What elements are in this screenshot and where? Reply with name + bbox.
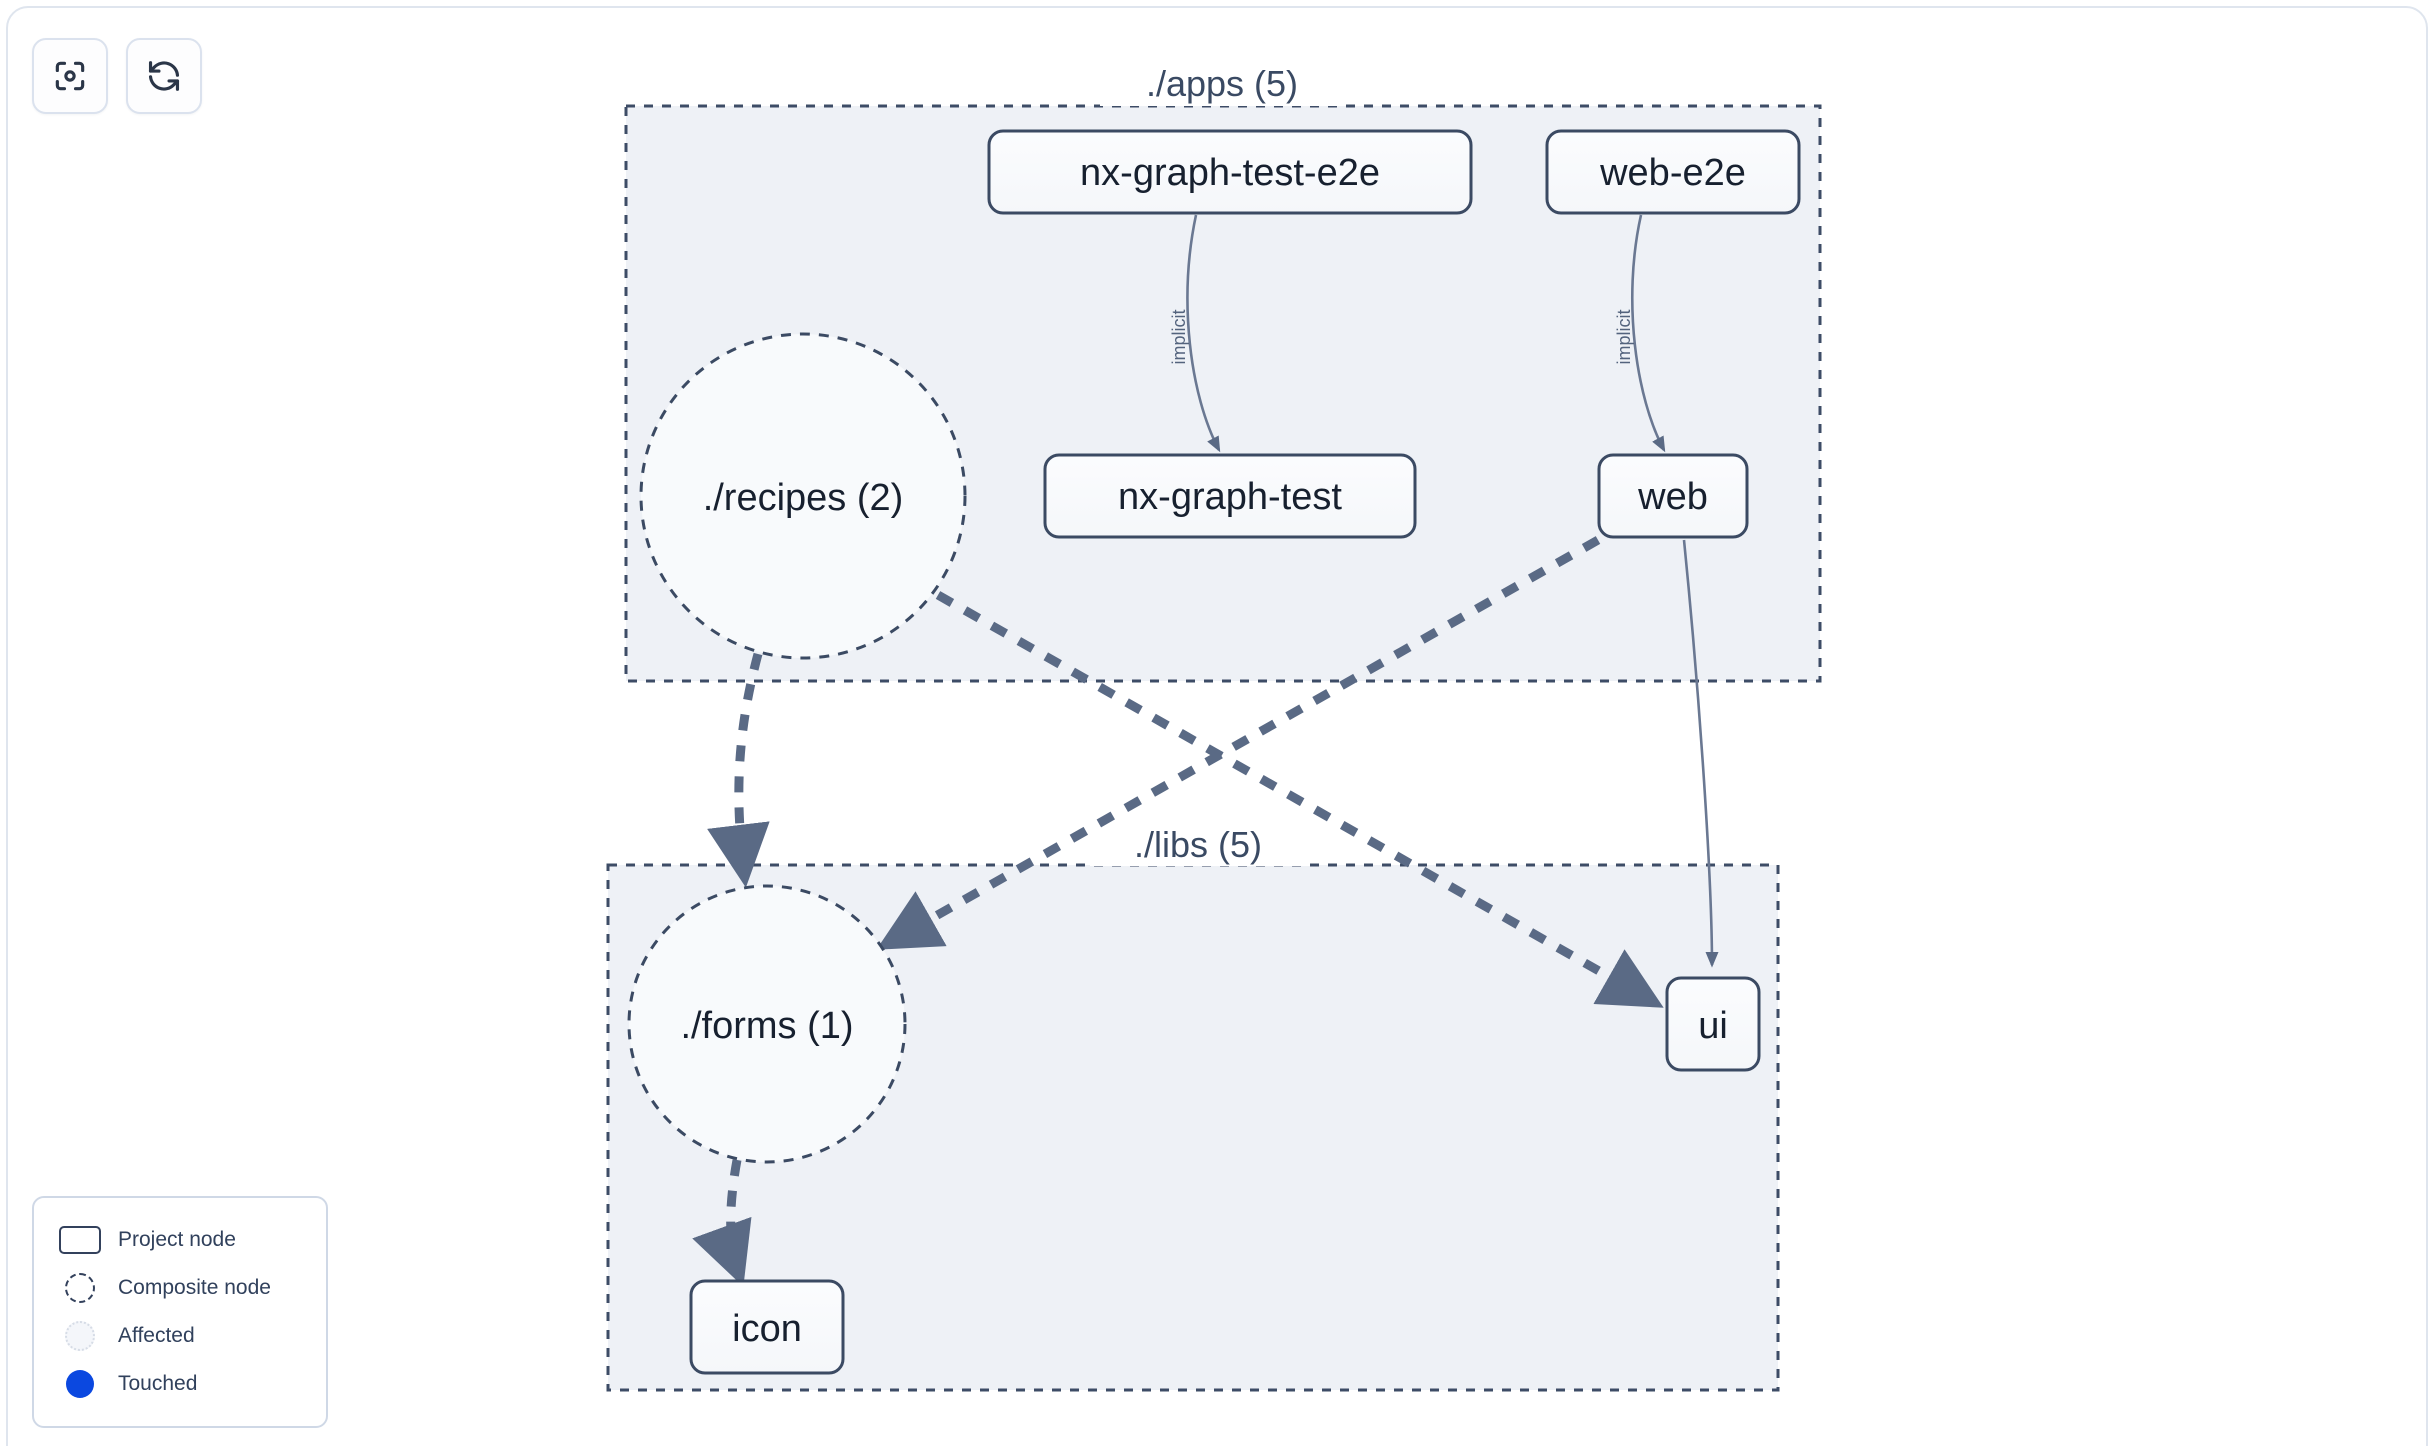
graph-nodes: nx-graph-test-e2e web-e2e ./recipes (2) …	[627, 129, 1801, 1375]
edge-path	[876, 536, 1601, 950]
edge-path	[935, 591, 1664, 1008]
group-apps-label: ./apps (5)	[1146, 63, 1298, 104]
group-libs-label: ./libs (5)	[1134, 824, 1262, 865]
edge-path	[1682, 539, 1719, 968]
focus-icon	[51, 57, 89, 95]
edge-recipes-ui[interactable]	[935, 591, 1664, 1008]
node-label: web-e2e	[1599, 152, 1746, 194]
edge-web-ui[interactable]	[1682, 539, 1719, 968]
touched-node-swatch	[56, 1370, 104, 1398]
edge-label-implicit-2: implicit	[1614, 309, 1634, 364]
edge-path	[1630, 214, 1666, 453]
edge-path	[707, 652, 770, 888]
focus-graph-button[interactable]	[32, 38, 108, 114]
edge-recipes-forms[interactable]	[707, 652, 770, 888]
edge-label-implicit-1: implicit	[1169, 309, 1189, 364]
legend-label: Affected	[118, 1324, 195, 1347]
node-shape[interactable]	[627, 884, 907, 1164]
node-forms[interactable]: ./forms (1)	[627, 884, 907, 1164]
project-node-swatch	[56, 1226, 104, 1254]
node-shape[interactable]	[689, 1279, 845, 1375]
node-web[interactable]: web	[1597, 453, 1749, 539]
legend-item-affected: Affected	[56, 1312, 306, 1360]
edge-path	[1186, 214, 1221, 453]
group-libs-label-bg	[1090, 812, 1310, 866]
node-shape[interactable]	[1043, 453, 1417, 539]
composite-node-swatch	[56, 1273, 104, 1303]
edge-web-forms[interactable]	[876, 536, 1601, 950]
node-label: ui	[1698, 1005, 1728, 1047]
legend-label: Composite node	[118, 1276, 271, 1299]
node-shape[interactable]	[1597, 453, 1749, 539]
node-icon[interactable]: icon	[689, 1279, 845, 1375]
edge-forms-icon[interactable]	[692, 1159, 752, 1287]
node-shape[interactable]	[1545, 129, 1801, 215]
graph-toolbar	[32, 38, 202, 114]
legend-label: Project node	[118, 1228, 236, 1251]
refresh-graph-button[interactable]	[126, 38, 202, 114]
node-web-e2e[interactable]: web-e2e	[1545, 129, 1801, 215]
affected-node-swatch	[56, 1321, 104, 1351]
node-label: web	[1637, 476, 1708, 518]
graph-edges: implicit implicit	[692, 214, 1719, 1287]
node-nx-graph-test[interactable]: nx-graph-test	[1043, 453, 1417, 539]
node-shape[interactable]	[987, 129, 1473, 215]
node-recipes[interactable]: ./recipes (2)	[639, 332, 967, 660]
legend-item-project-node: Project node	[56, 1216, 306, 1264]
node-label: nx-graph-test	[1118, 476, 1342, 518]
group-apps-label-bg	[1100, 50, 1340, 106]
refresh-icon	[145, 57, 183, 95]
node-shape[interactable]	[639, 332, 967, 660]
edge-path	[692, 1159, 752, 1287]
edge-web-e2e-web[interactable]: implicit	[1614, 214, 1666, 453]
edge-nx-graph-test-e2e-nx-graph-test[interactable]: implicit	[1169, 214, 1221, 453]
legend-item-composite-node: Composite node	[56, 1264, 306, 1312]
legend-label: Touched	[118, 1372, 198, 1395]
node-shape[interactable]	[1665, 976, 1761, 1072]
legend-item-touched: Touched	[56, 1360, 306, 1408]
graph-legend: Project node Composite node Affected Tou…	[32, 1196, 328, 1428]
node-ui[interactable]: ui	[1665, 976, 1761, 1072]
node-label: ./forms (1)	[680, 1005, 853, 1047]
node-label: ./recipes (2)	[703, 477, 904, 519]
node-label: nx-graph-test-e2e	[1080, 152, 1380, 194]
node-nx-graph-test-e2e[interactable]: nx-graph-test-e2e	[987, 129, 1473, 215]
node-label: icon	[732, 1308, 802, 1350]
